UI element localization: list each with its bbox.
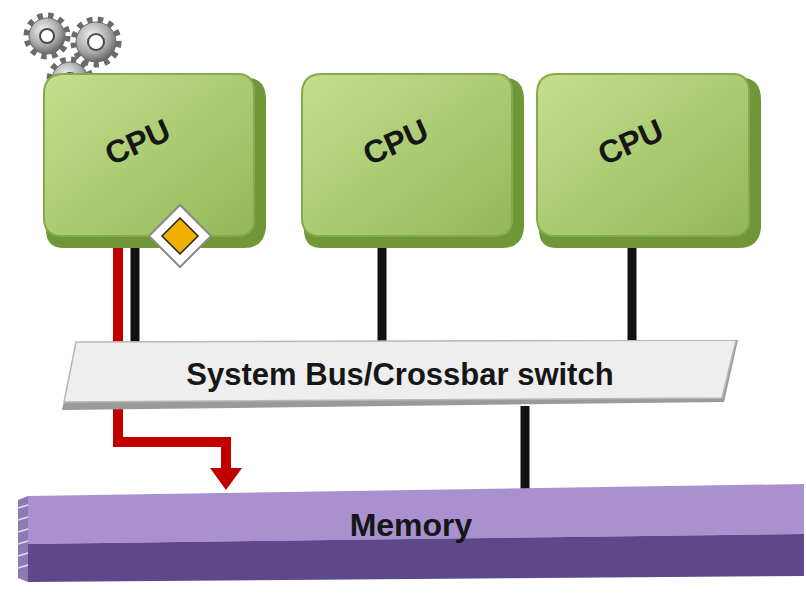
bus-wire [135, 246, 136, 346]
connector-line [378, 246, 387, 346]
arrowhead [210, 468, 242, 490]
cpu-box: CPU [300, 72, 526, 250]
system-bus-band: System Bus/Crossbar switch [62, 340, 738, 410]
cpu-shape [535, 72, 763, 250]
cpu-box: CPU [535, 72, 763, 250]
connector-line [131, 246, 140, 346]
connector-line [628, 246, 637, 346]
bus-wire [382, 246, 383, 346]
bus-wire [525, 406, 526, 490]
bus-label: System Bus/Crossbar switch [186, 357, 613, 393]
memory-band: Memory [18, 484, 804, 584]
cpu-shape [300, 72, 526, 250]
bus-wire [632, 246, 633, 346]
cpu-box: CPU [42, 72, 268, 250]
priority-sign [149, 205, 211, 267]
cpu-shape [42, 72, 268, 250]
connector-line [521, 406, 530, 490]
memory-label: Memory [350, 507, 473, 544]
